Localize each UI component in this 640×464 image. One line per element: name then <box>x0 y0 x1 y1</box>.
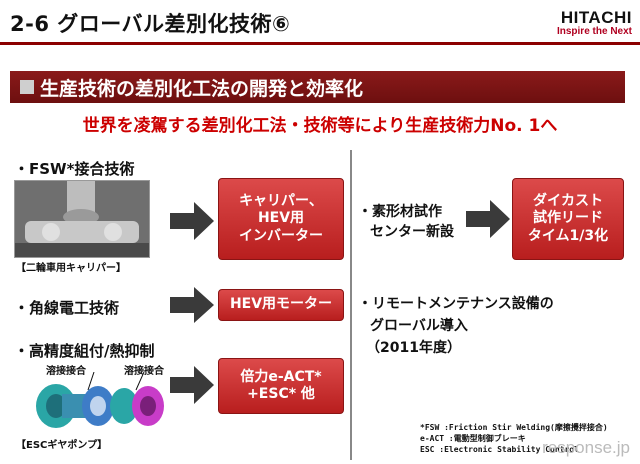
sokei-label-line: センター新設 <box>370 224 454 240</box>
footnote-line: *FSW :Friction Stir Welding(摩擦攪拌接合) <box>420 423 608 432</box>
caliper-photo <box>14 180 150 258</box>
arrow-right-icon <box>170 366 214 404</box>
result-line: ダイカスト <box>533 192 603 209</box>
remote-label: ・リモートメンテナンス設備の グローバル導入 （2011年度） <box>358 293 554 359</box>
caliper-caption: 【二輪車用キャリパー】 <box>16 263 126 274</box>
footnote-line: e-ACT :電動型制御ブレーキ <box>420 434 526 443</box>
result-box-sokei: ダイカスト 試作リード タイム1/3化 <box>512 178 624 260</box>
footnotes: *FSW :Friction Stir Welding(摩擦攪拌接合) e-AC… <box>420 422 608 455</box>
weld-label-left: 溶接接合 <box>46 366 86 377</box>
result-box-kouseido: 倍力e-ACT* +ESC* 他 <box>218 358 344 414</box>
result-line: キャリパー、 <box>239 192 323 209</box>
weld-label-right: 溶接接合 <box>124 366 164 377</box>
column-divider <box>350 150 352 460</box>
arrow-right-icon <box>170 202 214 240</box>
hitachi-logo: HITACHI Inspire the Next <box>522 0 640 44</box>
kakusen-label: ・角線電工技術 <box>14 299 120 317</box>
sokei-label-line: ・素形材試作 <box>358 204 442 220</box>
page-title: 2-6 グローバル差別化技術⑥ <box>10 12 291 36</box>
result-box-fsw: キャリパー、 HEV用 インバーター <box>218 178 344 260</box>
section-title: 生産技術の差別化工法の開発と効率化 <box>40 78 364 100</box>
watermark: response.jp <box>542 438 630 457</box>
result-line: HEV用 <box>257 210 305 227</box>
arrow-right-icon <box>466 200 510 238</box>
gear-pump-icon <box>36 372 164 428</box>
caliper-machine-icon <box>15 181 149 257</box>
fsw-label: ・FSW*接合技術 <box>14 160 135 178</box>
remote-label-line: ・リモートメンテナンス設備の <box>358 296 554 312</box>
remote-label-line: グローバル導入 <box>370 318 468 334</box>
result-line: タイム1/3化 <box>527 227 609 244</box>
sokei-label: ・素形材試作 センター新設 <box>358 202 454 242</box>
result-line: +ESC* 他 <box>247 386 315 402</box>
arrow-right-icon <box>170 287 214 323</box>
esc-pump-caption: 【ESCギヤポンプ】 <box>16 440 108 451</box>
section-bar <box>10 71 625 103</box>
logo-wordmark: HITACHI <box>560 8 632 27</box>
remote-label-line: （2011年度） <box>366 340 461 356</box>
result-box-kakusen: HEV用モーター <box>218 289 344 321</box>
result-line: 倍力e-ACT* <box>240 368 322 385</box>
result-line: インバーター <box>239 227 323 244</box>
result-line: 試作リード <box>533 210 603 227</box>
footnote-line: ESC :Electronic Stability Control <box>420 445 579 454</box>
square-bullet-icon <box>20 80 34 94</box>
result-line: HEV用モーター <box>229 296 333 313</box>
kouseido-label: ・高精度組付/熱抑制 <box>14 342 155 360</box>
section-subtitle: 世界を凌駕する差別化工法・技術等により生産技術力No. 1へ <box>82 116 558 136</box>
header-divider <box>0 42 640 45</box>
logo-tagline: Inspire the Next <box>556 26 632 37</box>
